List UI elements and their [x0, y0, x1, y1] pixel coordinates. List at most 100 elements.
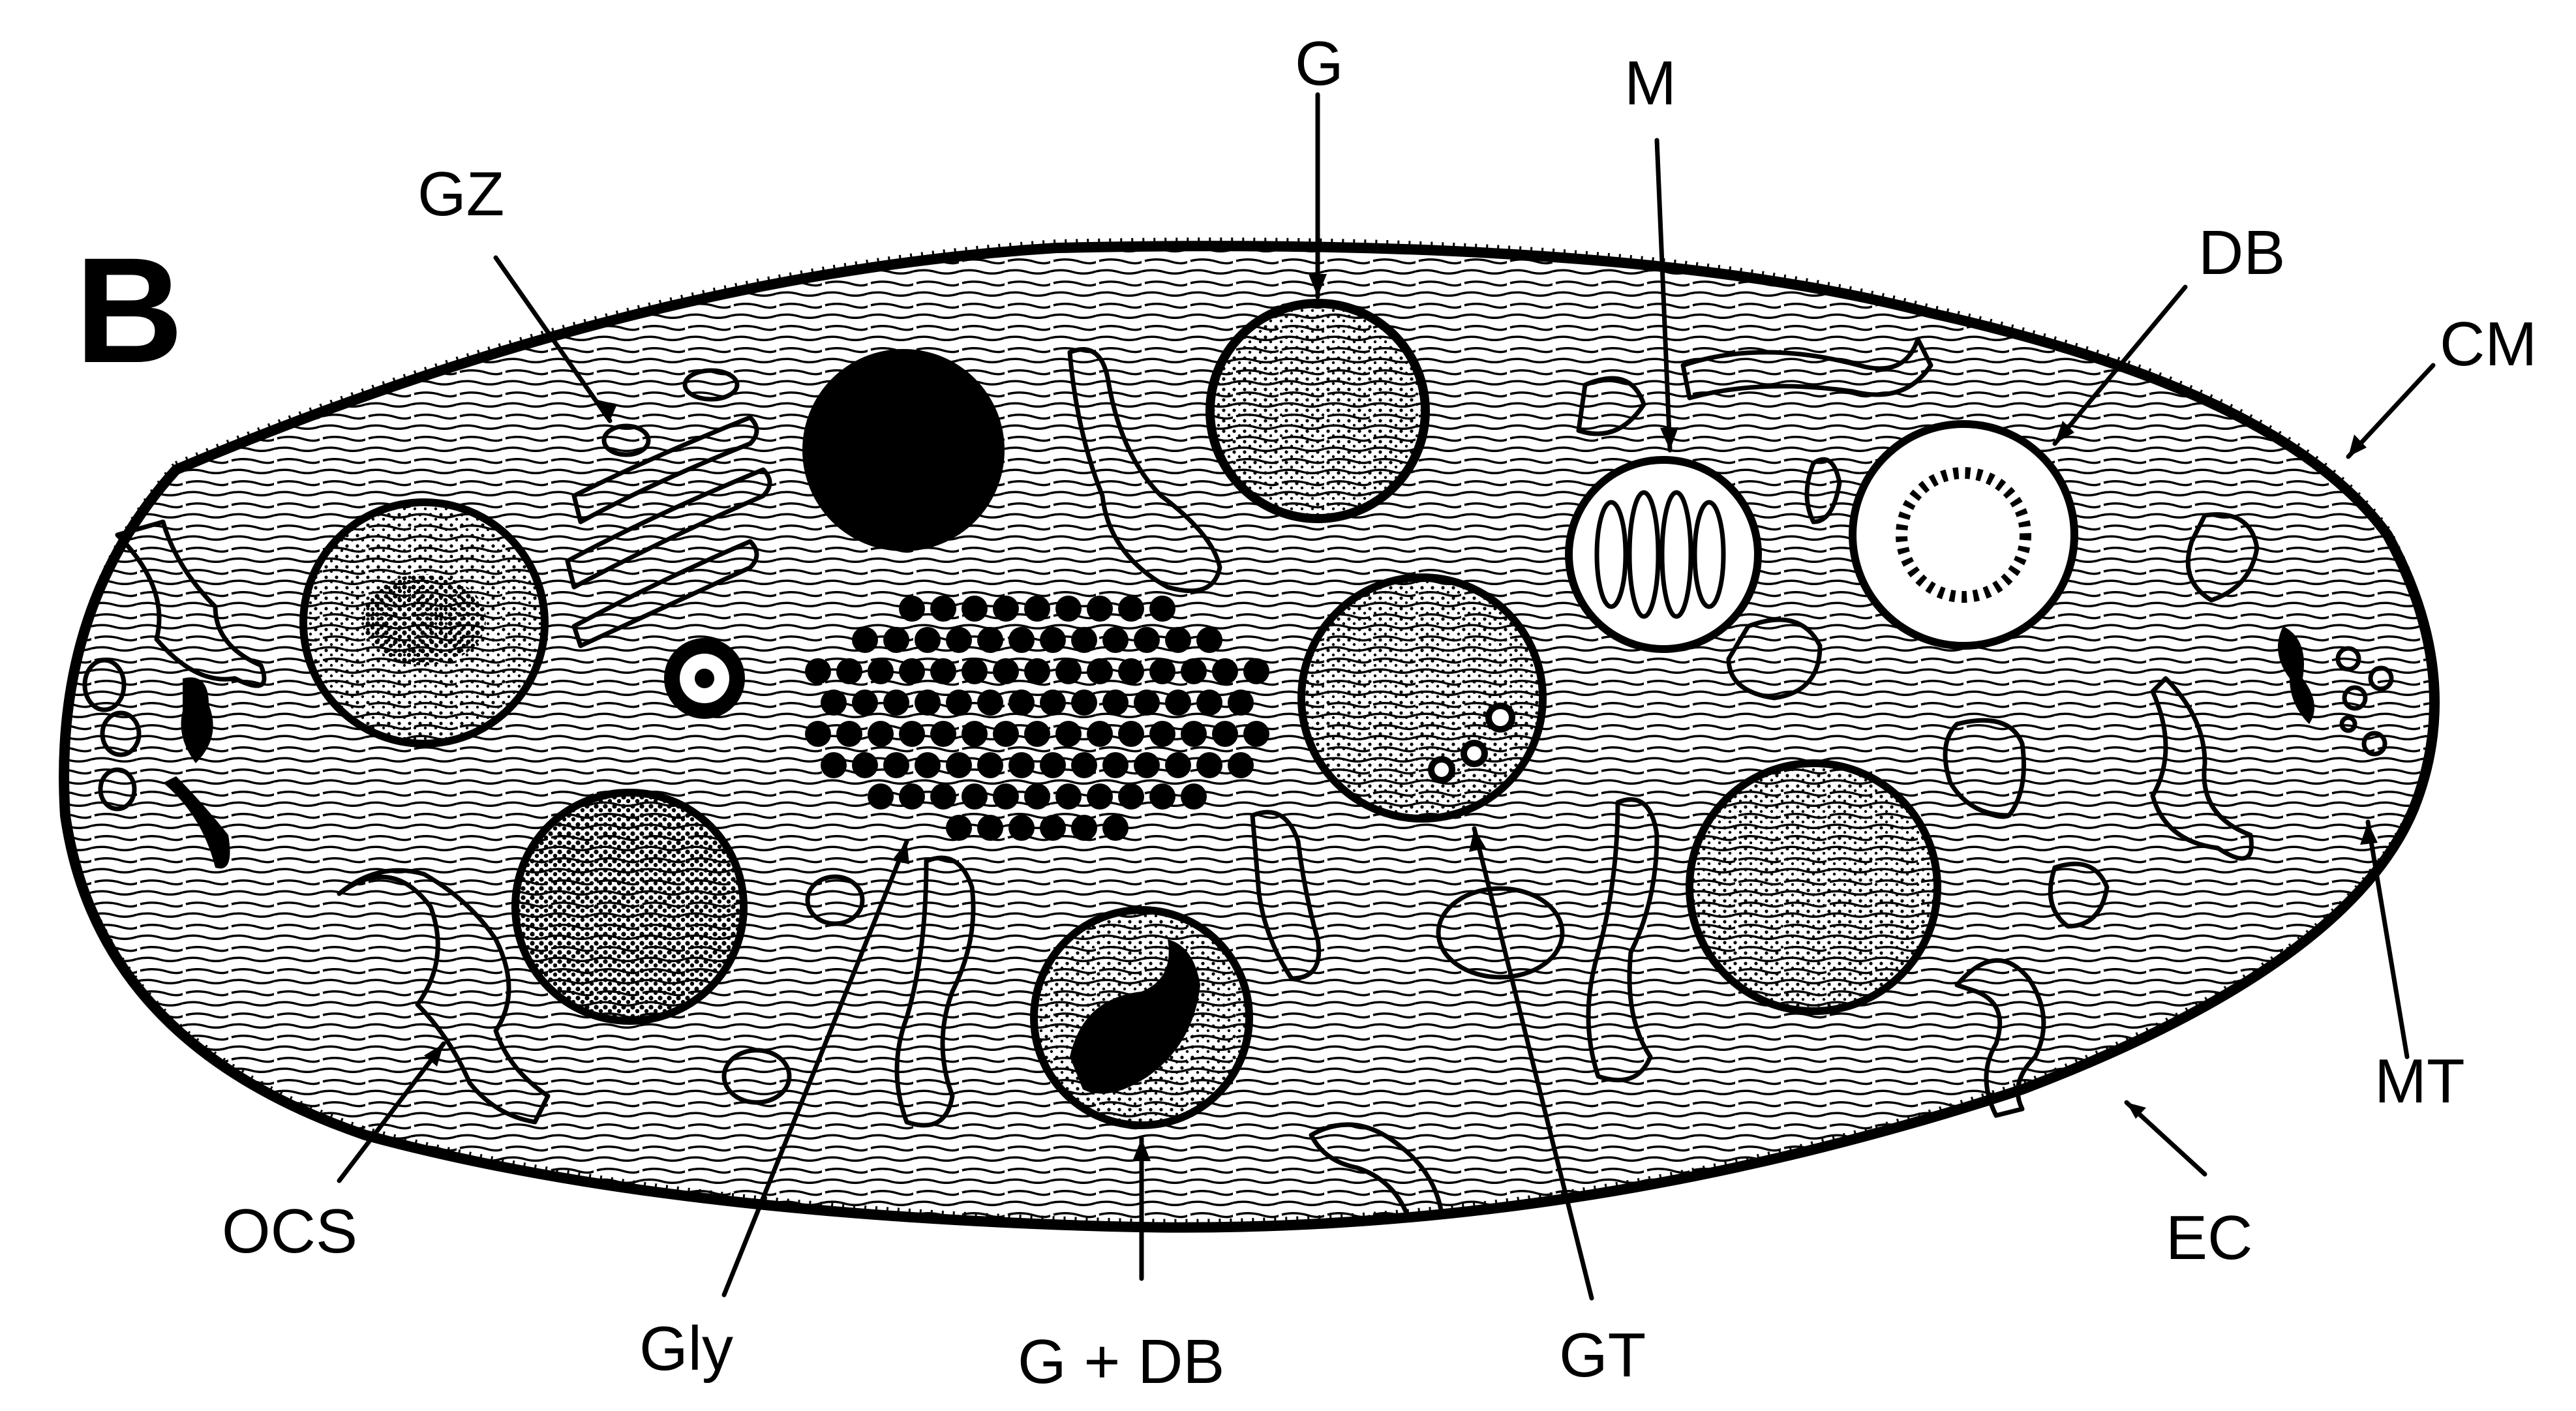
label-db: DB: [2198, 218, 2285, 288]
glycogen-particle: [993, 596, 1019, 622]
glycogen-particle: [1055, 721, 1082, 747]
glycogen-particle: [1102, 752, 1129, 778]
label-g-db: G + DB: [1018, 1327, 1224, 1397]
glycogen-particle: [977, 627, 1003, 653]
glycogen-particle: [930, 596, 956, 622]
glycogen-particle: [930, 658, 956, 684]
glycogen-particle: [1118, 721, 1144, 747]
glycogen-particle: [946, 627, 972, 653]
glycogen-particle: [852, 627, 878, 653]
glycogen-particle: [1102, 627, 1129, 653]
granule-bottom-left: [515, 793, 744, 1021]
glycogen-particle: [1087, 596, 1113, 622]
glycogen-particle: [1008, 815, 1035, 841]
panel-letter: B: [75, 226, 183, 394]
gt-inclusion-3: [1431, 759, 1452, 780]
glycogen-particle: [868, 783, 894, 810]
glycogen-particle: [930, 721, 956, 747]
glycogen-particle: [1040, 815, 1066, 841]
glycogen-particle: [1196, 627, 1222, 653]
glycogen-particle: [883, 752, 909, 778]
glycogen-particle: [1024, 596, 1050, 622]
glycogen-particle: [962, 596, 988, 622]
glycogen-particle: [977, 690, 1003, 716]
glycogen-particle: [1055, 596, 1082, 622]
glycogen-particle: [1165, 752, 1191, 778]
dense-body-db-inner: [1902, 473, 2025, 597]
glycogen-particle: [1040, 690, 1066, 716]
glycogen-particle: [993, 658, 1019, 684]
glycogen-particle: [868, 721, 894, 747]
glycogen-particle: [821, 752, 847, 778]
glycogen-particle: [993, 783, 1019, 810]
glycogen-particle: [1055, 783, 1082, 810]
glycogen-particle: [962, 783, 988, 810]
granule-g: [1210, 303, 1425, 519]
glycogen-particle: [1181, 783, 1207, 810]
glycogen-particle: [1165, 627, 1191, 653]
glycogen-particle: [1040, 627, 1066, 653]
dense-body-large: [802, 349, 1005, 551]
glycogen-particle: [1165, 690, 1191, 716]
glycogen-particle: [1024, 783, 1050, 810]
granule-bottom-right: [1690, 763, 1937, 1011]
glycogen-particle: [946, 690, 972, 716]
glycogen-particle: [962, 658, 988, 684]
glycogen-particle: [1149, 783, 1175, 810]
glycogen-particle: [899, 721, 925, 747]
glycogen-particle: [977, 752, 1003, 778]
glycogen-particle: [1087, 721, 1113, 747]
label-mt: MT: [2374, 1046, 2465, 1116]
glycogen-particle: [1008, 752, 1035, 778]
glycogen-particle: [1149, 658, 1175, 684]
glycogen-particle: [899, 596, 925, 622]
glycogen-particle: [1212, 658, 1238, 684]
glycogen-particle: [993, 721, 1019, 747]
glycogen-particle: [852, 752, 878, 778]
glycogen-particle: [1243, 658, 1269, 684]
glycogen-particle: [915, 627, 941, 653]
glycogen-particle: [1118, 658, 1144, 684]
glycogen-particle: [1118, 596, 1144, 622]
glycogen-particle: [1196, 690, 1222, 716]
gt-inclusion-2: [1464, 743, 1485, 764]
label-ocs: OCS: [222, 1196, 357, 1266]
glycogen-particle: [1102, 815, 1129, 841]
glycogen-particle: [946, 815, 972, 841]
glycogen-particle: [852, 690, 878, 716]
glycogen-particle: [977, 815, 1003, 841]
glycogen-particle: [836, 658, 862, 684]
glycogen-particle: [1071, 627, 1097, 653]
glycogen-particle: [1118, 783, 1144, 810]
glycogen-particle: [836, 721, 862, 747]
glycogen-particle: [1228, 690, 1254, 716]
glycogen-particle: [1087, 783, 1113, 810]
glycogen-particle: [1024, 721, 1050, 747]
glycogen-particle: [1228, 752, 1254, 778]
glycogen-particle: [1149, 596, 1175, 622]
glycogen-particle: [1181, 658, 1207, 684]
ringed-body-core: [695, 669, 714, 688]
glycogen-particle: [1212, 721, 1238, 747]
glycogen-particle: [1024, 658, 1050, 684]
label-ec: EC: [2166, 1203, 2252, 1273]
glycogen-particle: [1134, 627, 1160, 653]
glycogen-particle: [915, 690, 941, 716]
glycogen-particle: [1087, 658, 1113, 684]
glycogen-particle: [962, 721, 988, 747]
glycogen-particle: [883, 627, 909, 653]
label-gt: GT: [1559, 1320, 1646, 1390]
glycogen-particle: [1055, 658, 1082, 684]
glycogen-particle: [1040, 752, 1066, 778]
glycogen-particle: [1071, 752, 1097, 778]
glycogen-particle: [1134, 690, 1160, 716]
glycogen-particle: [1181, 721, 1207, 747]
glycogen-particle: [1071, 690, 1097, 716]
glycogen-particle: [1008, 690, 1035, 716]
label-m: M: [1624, 48, 1676, 118]
gt-inclusion-1: [1489, 706, 1512, 729]
label-gly: Gly: [639, 1314, 733, 1384]
glycogen-particle: [1149, 721, 1175, 747]
glycogen-particle: [1102, 690, 1129, 716]
